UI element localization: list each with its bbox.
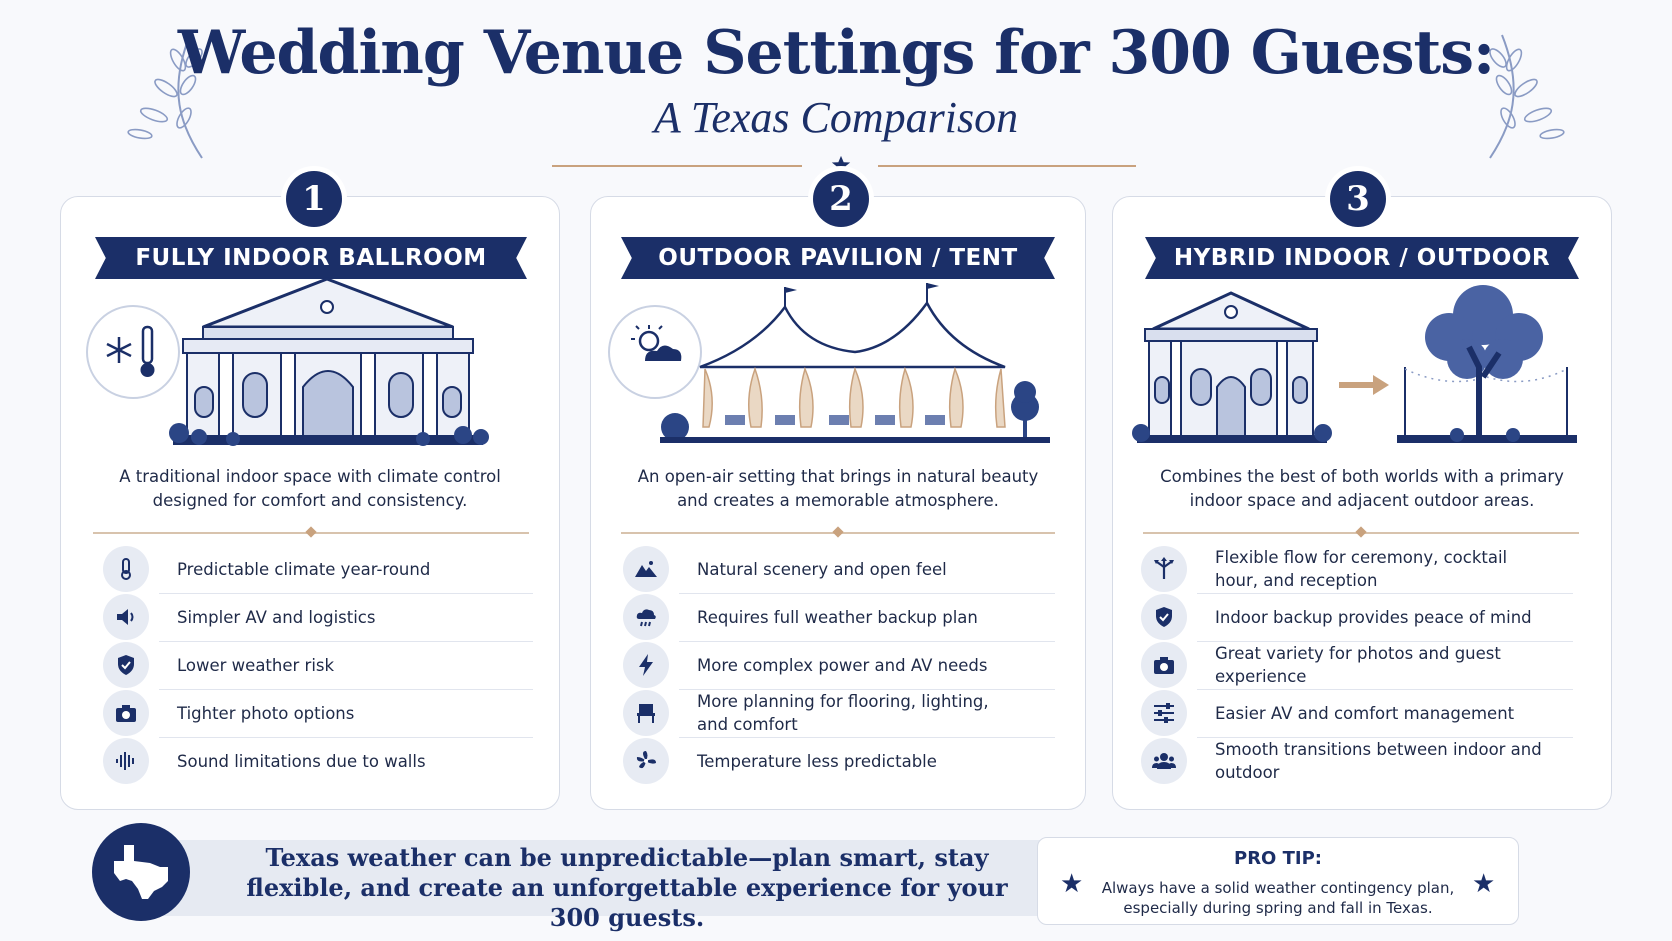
card-hybrid: 3 HYBRID INDOOR / OUTDOOR Combines the b…: [1112, 171, 1612, 810]
list-item: Tighter photo options: [103, 689, 533, 738]
footer-message: Texas weather can be unpredictable—plan …: [246, 843, 1008, 932]
tent-illustration: [608, 283, 1050, 443]
list-item: Smooth transitions between indoor and ou…: [1141, 737, 1591, 785]
texas-badge: [92, 823, 190, 921]
mountains-icon: [623, 546, 669, 592]
feature-text: Requires full weather backup plan: [697, 607, 978, 627]
card-number: 3: [1330, 171, 1386, 227]
pro-tip-box: ★ PRO TIP: Always have a solid weather c…: [1037, 837, 1519, 925]
pro-tip-text: Always have a solid weather contingency …: [1101, 879, 1455, 917]
list-item: Temperature less predictable: [623, 737, 1055, 785]
feature-divider: [679, 689, 1055, 690]
feature-divider: [1197, 689, 1573, 690]
feature-text: Sound limitations due to walls: [177, 751, 426, 771]
separator-diamond: [1355, 526, 1367, 538]
list-item: Indoor backup provides peace of mind: [1141, 593, 1591, 642]
feature-divider: [679, 593, 1055, 594]
card-title: HYBRID INDOOR / OUTDOOR: [1145, 237, 1579, 279]
feature-text: Smooth transitions between indoor and ou…: [1215, 740, 1542, 782]
feature-divider: [159, 641, 533, 642]
shield-check-icon: [1141, 594, 1187, 640]
list-item: Requires full weather backup plan: [623, 593, 1055, 642]
feature-divider: [159, 737, 533, 738]
card-description: A traditional indoor space with climate …: [119, 467, 501, 510]
list-item: Natural scenery and open feel: [623, 545, 1055, 594]
card-title: FULLY INDOOR BALLROOM: [95, 237, 527, 279]
fan-icon: [623, 738, 669, 784]
feature-divider: [1197, 737, 1573, 738]
feature-text: Indoor backup provides peace of mind: [1215, 607, 1532, 627]
feature-divider: [1197, 641, 1573, 642]
list-item: Simpler AV and logistics: [103, 593, 533, 642]
card-number: 1: [286, 171, 342, 227]
card-indoor-ballroom: 1 FULLY INDOOR BALLROOM A traditional in…: [60, 171, 560, 810]
feature-divider: [679, 737, 1055, 738]
left-laurel-icon: [127, 34, 203, 159]
page-subtitle: A Texas Comparison: [653, 93, 1019, 142]
sound-wave-icon: [103, 738, 149, 784]
camera-icon: [103, 690, 149, 736]
list-item: Predictable climate year-round: [103, 545, 533, 594]
list-item: Lower weather risk: [103, 641, 533, 690]
hybrid-illustration: [1132, 285, 1577, 443]
list-item: More complex power and AV needs: [623, 641, 1055, 690]
list-item: Great variety for photos and guest exper…: [1141, 641, 1591, 690]
feature-text: More planning for flooring, lighting, an…: [697, 692, 989, 734]
feature-text: Flexible flow for ceremony, cocktail hou…: [1215, 548, 1508, 590]
list-item: More planning for flooring, lighting, an…: [623, 689, 1055, 738]
card-outdoor-tent: 2 OUTDOOR PAVILION / TENT An open-air se…: [590, 171, 1086, 810]
feature-text: Lower weather risk: [177, 655, 335, 675]
header: Wedding Venue Settings for 300 Guests: A…: [0, 0, 1672, 175]
page-title: Wedding Venue Settings for 300 Guests:: [177, 18, 1495, 88]
card-title: OUTDOOR PAVILION / TENT: [621, 237, 1055, 279]
feature-text: Natural scenery and open feel: [697, 559, 947, 579]
shield-check-icon: [103, 642, 149, 688]
card-description: An open-air setting that brings in natur…: [637, 467, 1039, 510]
list-item: Easier AV and comfort management: [1141, 689, 1591, 738]
weather-message-banner: Texas weather can be unpredictable—plan …: [92, 823, 1092, 932]
speaker-icon: [103, 594, 149, 640]
snowflake-icon: [106, 337, 132, 363]
feature-divider: [1197, 593, 1573, 594]
feature-text: More complex power and AV needs: [697, 655, 988, 675]
camera-icon: [1141, 642, 1187, 688]
card-number: 2: [813, 171, 869, 227]
split-arrows-icon: [1141, 546, 1187, 592]
feature-text: Simpler AV and logistics: [177, 607, 376, 627]
ballroom-illustration: [86, 277, 489, 446]
list-item: Sound limitations due to walls: [103, 737, 533, 785]
people-icon: [1141, 738, 1187, 784]
right-laurel-icon: [1489, 34, 1565, 159]
feature-text: Temperature less predictable: [697, 751, 937, 771]
separator-diamond: [832, 526, 844, 538]
pro-tip-title: PRO TIP:: [1234, 848, 1322, 869]
separator-diamond: [305, 526, 317, 538]
feature-text: Predictable climate year-round: [177, 559, 431, 579]
feature-divider: [159, 689, 533, 690]
divider-star-icon: [831, 155, 851, 174]
chair-icon: [623, 690, 669, 736]
title-divider-left: [552, 165, 802, 167]
star-icon: ★: [1060, 868, 1084, 898]
lightning-icon: [623, 642, 669, 688]
star-icon: ★: [1472, 868, 1496, 898]
feature-divider: [159, 593, 533, 594]
feature-text: Tighter photo options: [177, 703, 355, 723]
sliders-icon: [1141, 690, 1187, 736]
list-item: Flexible flow for ceremony, cocktail hou…: [1141, 545, 1591, 594]
thermometer-icon: [103, 546, 149, 592]
rain-cloud-icon: [623, 594, 669, 640]
card-description: Combines the best of both worlds with a …: [1160, 467, 1564, 510]
title-divider-right: [878, 165, 1136, 167]
feature-text: Easier AV and comfort management: [1215, 703, 1515, 723]
feature-divider: [679, 641, 1055, 642]
feature-text: Great variety for photos and guest exper…: [1215, 644, 1501, 686]
texas-map-icon: [114, 845, 168, 899]
